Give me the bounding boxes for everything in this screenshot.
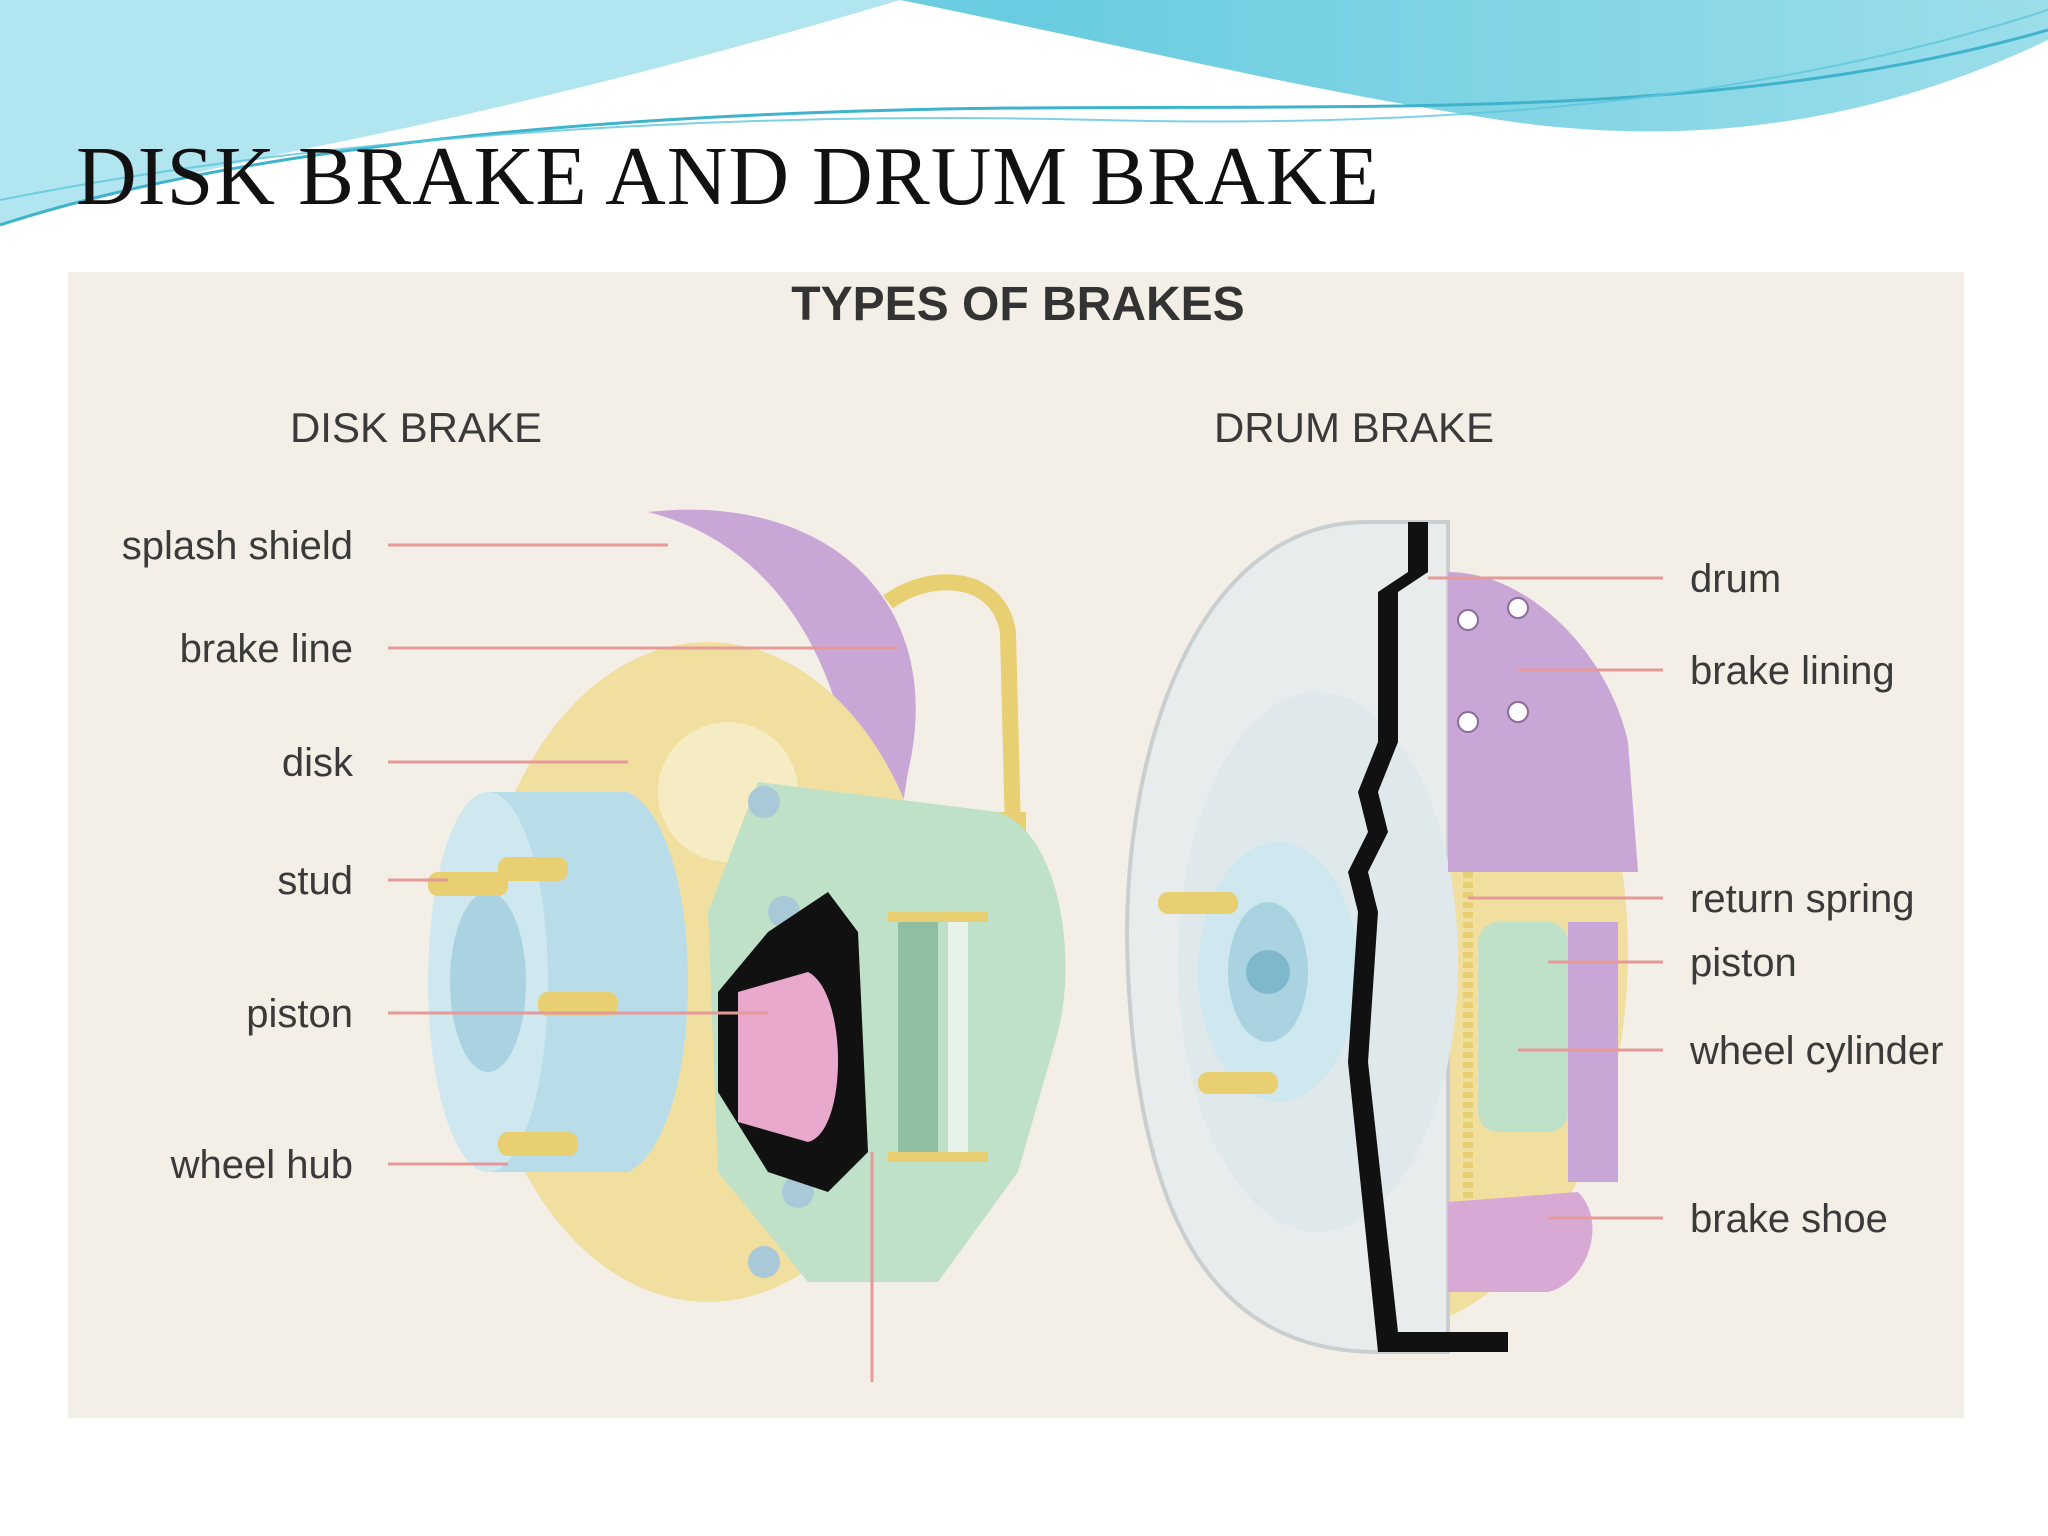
label-wheel-cylinder: wheel cylinder — [1689, 1029, 1943, 1073]
disk-brake-illustration — [428, 509, 1066, 1382]
figure-title: TYPES OF BRAKES — [791, 278, 1244, 331]
label-drum-piston: piston — [1690, 941, 1797, 985]
disk-brake-heading: DISK BRAKE — [290, 404, 542, 451]
label-return-spring: return spring — [1690, 877, 1915, 921]
label-drum: drum — [1690, 557, 1781, 601]
drum-brake-labels: drum brake lining return spring piston w… — [1689, 557, 1943, 1241]
slide-title: DISK BRAKE AND DRUM BRAKE — [76, 130, 1380, 223]
brake-pad-shape — [898, 922, 938, 1152]
stud-shape — [428, 872, 508, 896]
brake-diagram-svg: TYPES OF BRAKES DISK BRAKE DRUM BRAKE — [122, 278, 1943, 1382]
label-disk: disk — [282, 741, 354, 785]
label-stud: stud — [277, 859, 353, 903]
disk-brake-labels: splash shield brake line disk stud pisto… — [122, 524, 354, 1187]
brake-diagram-figure: TYPES OF BRAKES DISK BRAKE DRUM BRAKE — [68, 272, 1964, 1418]
disk-brake-leader-lines — [388, 543, 898, 1166]
brake-lining-shape — [1448, 572, 1638, 872]
drum-brake-illustration — [1125, 520, 1638, 1354]
label-disk-piston: piston — [246, 992, 353, 1036]
label-brake-line: brake line — [180, 627, 353, 671]
label-brake-lining: brake lining — [1690, 649, 1895, 693]
drum-brake-leader-lines — [1428, 576, 1663, 1220]
drum-brake-heading: DRUM BRAKE — [1214, 404, 1494, 451]
header-wave-decoration — [0, 0, 2048, 227]
label-splash-shield: splash shield — [122, 524, 353, 568]
label-brake-shoe: brake shoe — [1690, 1197, 1888, 1241]
brake-line-shape — [883, 574, 1021, 833]
brake-shoe-shape — [1448, 1192, 1593, 1292]
wheel-cylinder-shape — [1478, 922, 1568, 1132]
drum-cutaway — [1348, 522, 1508, 1352]
disk-piston-shape — [738, 972, 838, 1142]
label-wheel-hub: wheel hub — [170, 1143, 353, 1187]
